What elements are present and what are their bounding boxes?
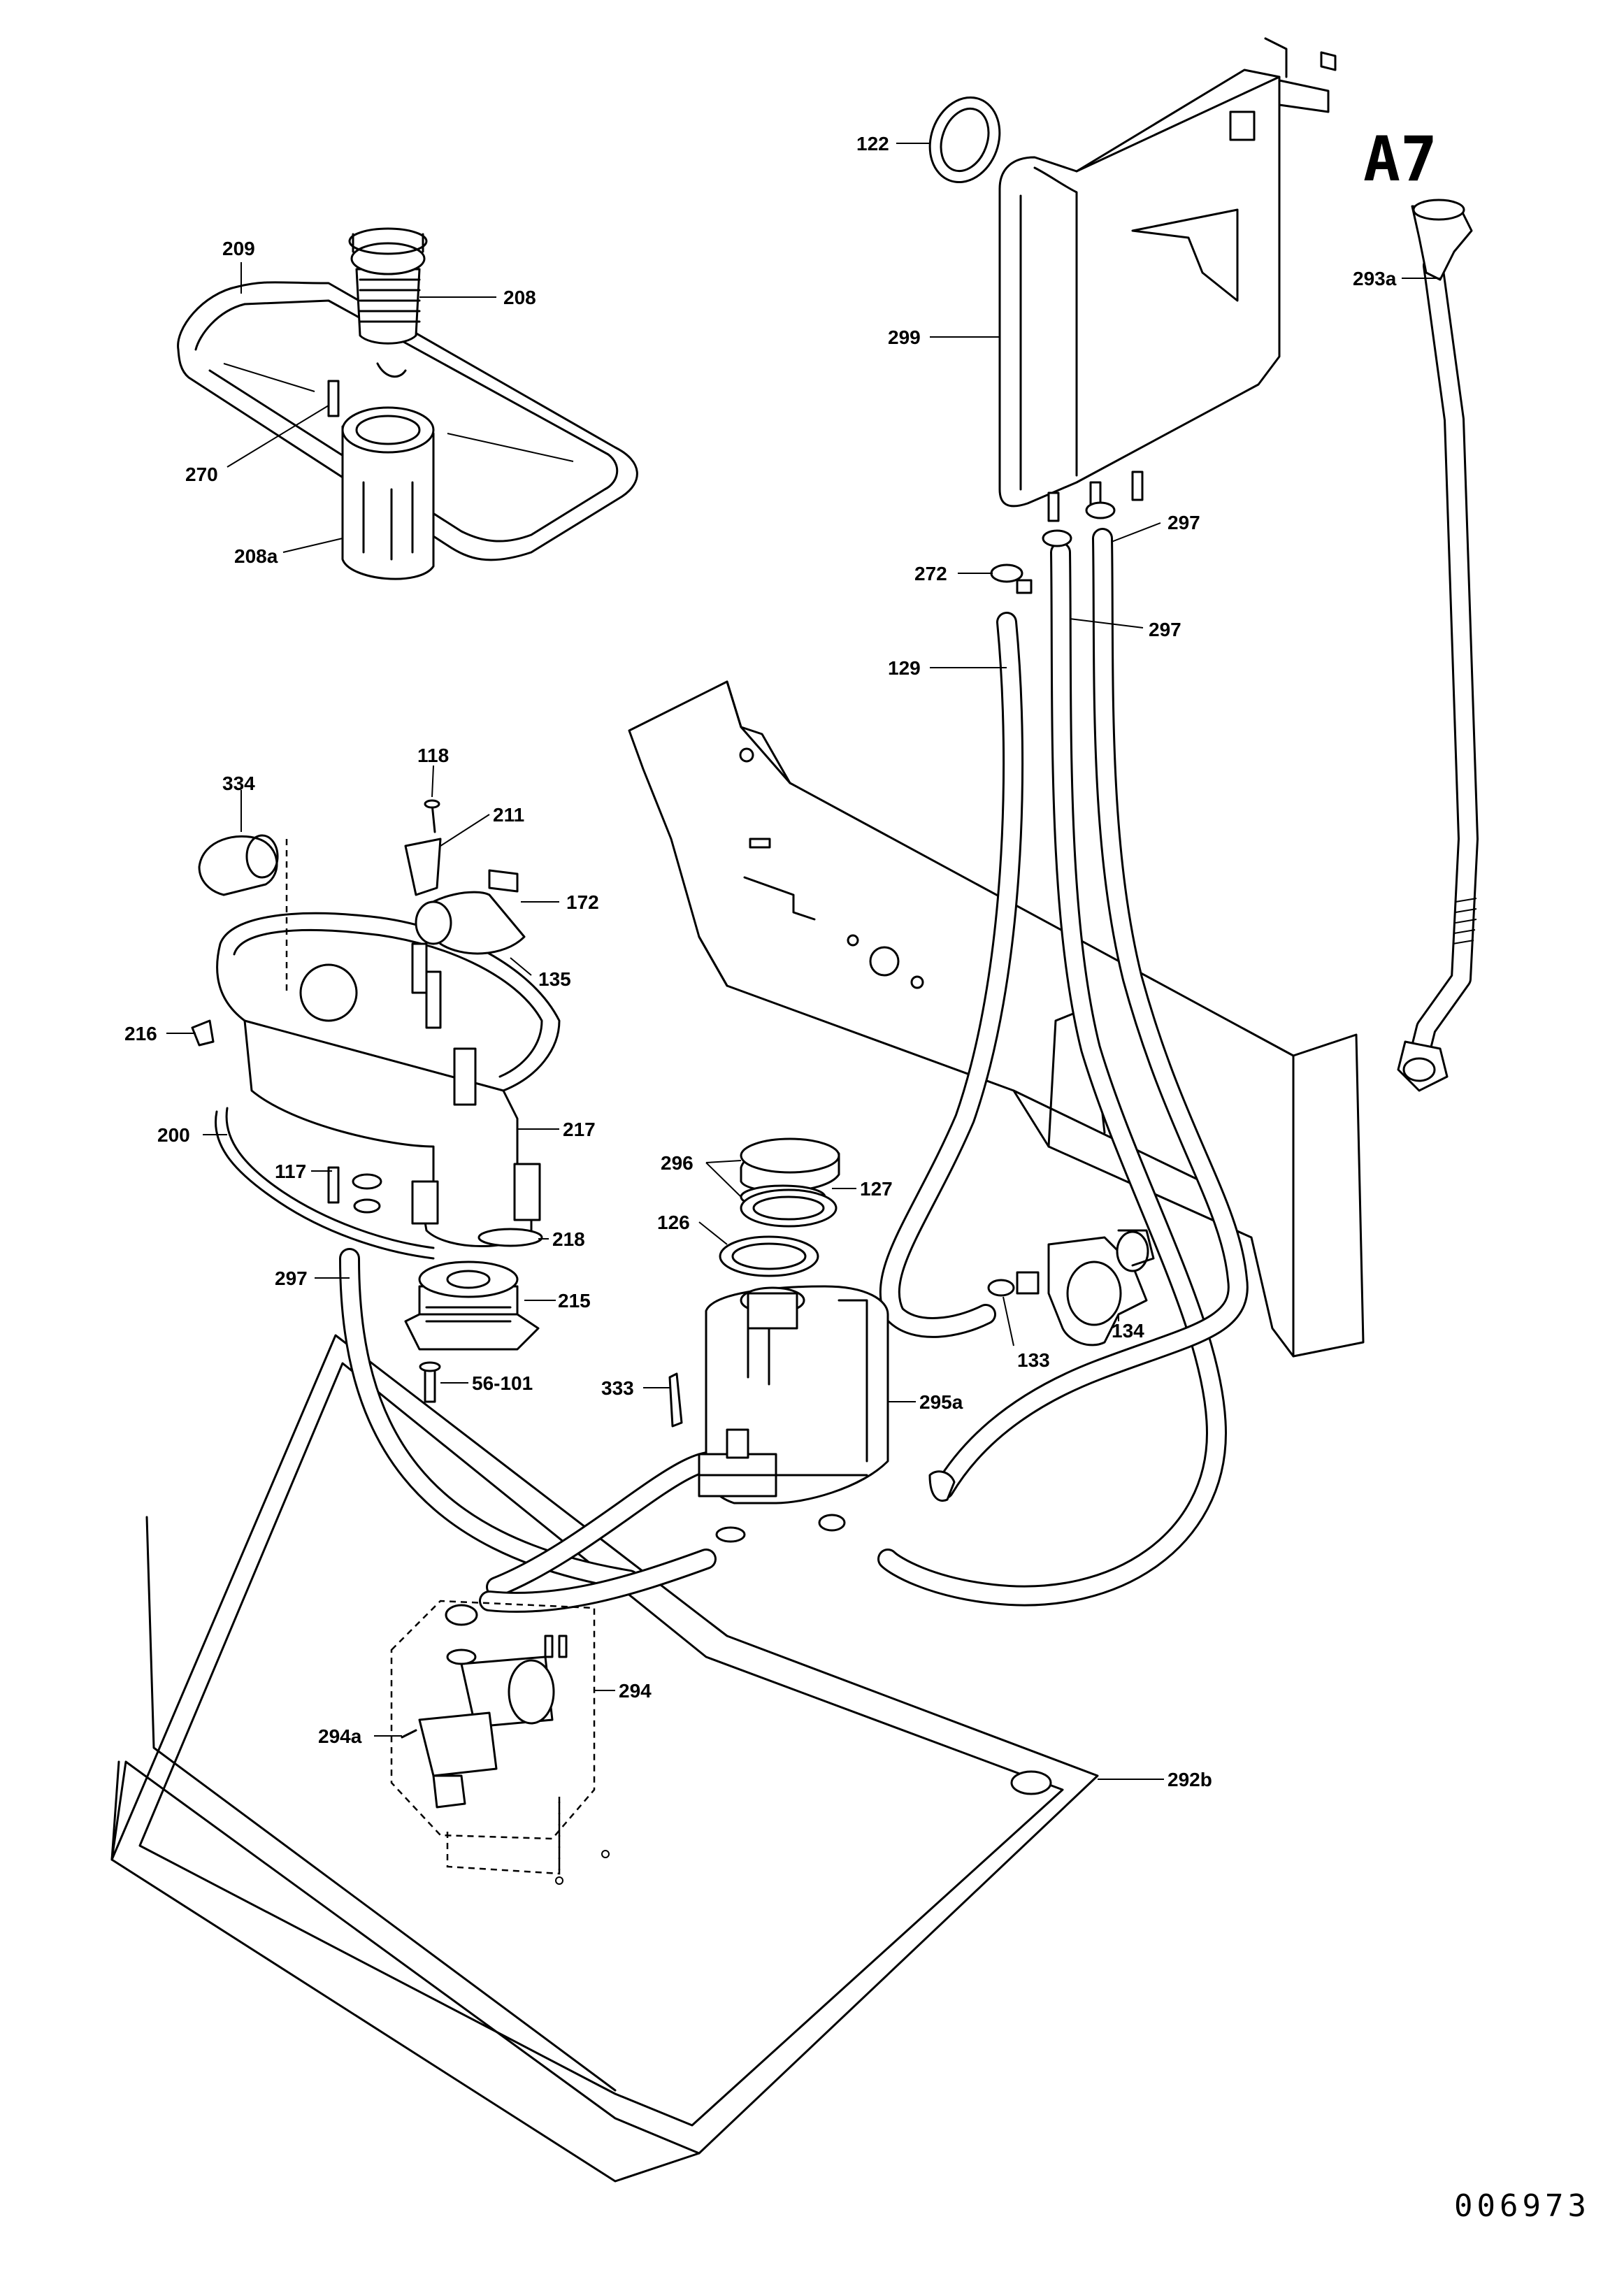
hose-297-lower [339,1248,738,1613]
callout-270: 270 [185,464,218,485]
cover-334 [198,834,279,896]
screw-56-101 [419,1361,441,1403]
sheet-code: A7 [1363,123,1437,195]
callout-122: 122 [856,133,889,155]
pin-117 [327,1166,382,1214]
callout-297-lower: 297 [275,1267,308,1289]
ring-127-126 [719,1188,838,1277]
callout-135: 135 [538,968,571,990]
screw-270 [327,380,340,417]
callout-172: 172 [566,891,599,913]
callout-294: 294 [619,1680,652,1702]
gasket-122 [928,96,1001,184]
callout-133: 133 [1017,1349,1050,1371]
callout-208a: 208a [234,545,278,567]
callout-217: 217 [563,1119,596,1140]
callout-134: 134 [1112,1320,1144,1342]
seal-200 [215,1107,435,1260]
callout-labels: 122 209 208 299 293a 270 208a 297 272 29… [124,133,1397,1790]
callout-295a: 295a [919,1391,963,1413]
clamp-297a [1042,529,1072,547]
leader-lines [166,143,1440,1780]
heater-295a [698,1285,889,1543]
screw-118 [424,799,440,833]
inlet-valve-294 [390,1600,596,1875]
callout-299: 299 [888,326,921,348]
pump-215 [404,1260,540,1351]
callout-293a: 293a [1353,268,1397,289]
callout-216: 216 [124,1023,157,1044]
clip-216 [191,1019,215,1047]
hose-end-clip [928,1470,956,1502]
callout-333: 333 [601,1377,634,1399]
bracket-211 [404,838,442,896]
callout-200: 200 [157,1124,190,1146]
flowmeter-134 [1047,1229,1155,1346]
sensor-333 [668,1372,683,1428]
base-tray-292b [110,1334,1099,2183]
hose-129 [879,612,1024,1338]
callout-117: 117 [275,1161,306,1182]
callout-118: 118 [417,745,449,766]
clamp-297b [1085,501,1116,519]
callout-209: 209 [222,238,255,259]
hose-172-135 [415,869,526,955]
drawing-number: 006973 [1454,2188,1590,2224]
callout-296: 296 [661,1152,694,1174]
callout-56-101: 56-101 [472,1372,533,1394]
hose-293a-inlet [1397,199,1479,1092]
air-break-tank-299 [998,37,1337,522]
callout-126: 126 [657,1212,690,1233]
callout-127: 127 [860,1178,893,1200]
callout-297-top: 297 [1167,512,1200,533]
filter-208 [348,227,428,378]
clamp-133 [987,1271,1040,1297]
callout-297-middle: 297 [1149,619,1181,640]
filter-208a [341,406,435,580]
callout-208: 208 [503,287,536,308]
callout-211: 211 [493,804,524,826]
callout-272: 272 [914,563,947,584]
callout-129: 129 [888,657,921,679]
hose-297-right [933,528,1249,1500]
callout-334: 334 [222,773,255,794]
callout-215: 215 [558,1290,591,1312]
callout-218: 218 [552,1228,585,1250]
ring-218 [477,1228,543,1247]
clip-272 [990,563,1033,594]
callout-292b: 292b [1167,1769,1212,1790]
callout-294a: 294a [318,1725,362,1747]
sump-217 [216,839,561,1247]
